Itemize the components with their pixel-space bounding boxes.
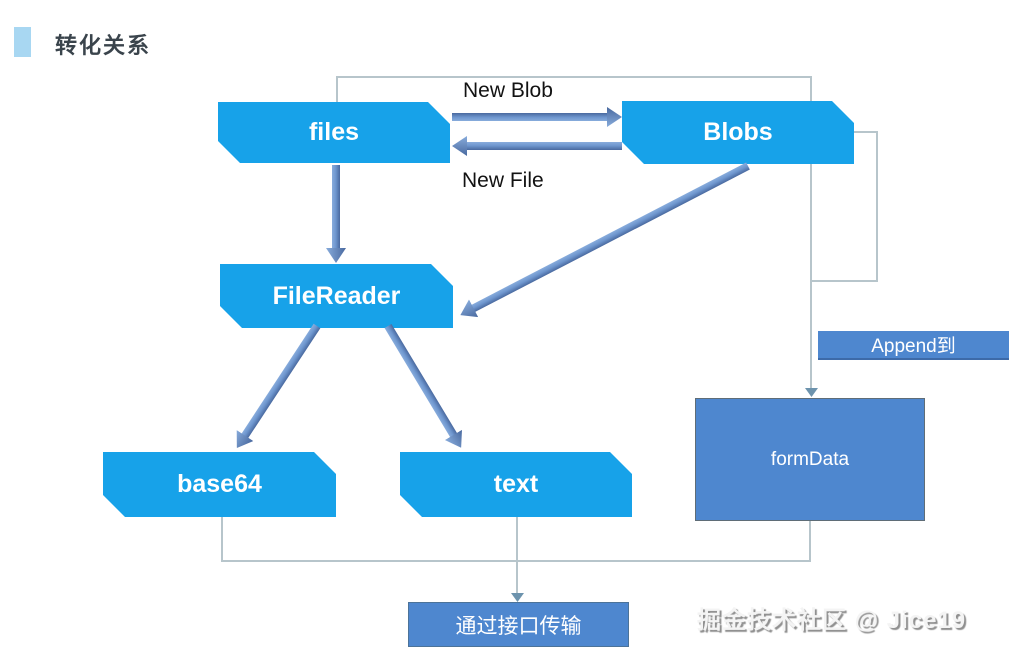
connector-top-horizontal xyxy=(336,76,812,78)
node-formdata: formData xyxy=(695,398,925,521)
node-files-label: files xyxy=(308,118,360,146)
arrow-shaft xyxy=(465,142,622,150)
connector-right-vertical-to-formdata xyxy=(810,76,812,389)
node-filereader-label: FileReader xyxy=(272,281,401,310)
append-to-label-box: Append到 xyxy=(818,331,1009,360)
arrow-filereader-to-text xyxy=(379,321,469,453)
arrow-shaft xyxy=(384,323,458,439)
node-blobs: Blobs xyxy=(622,101,854,164)
arrow-shaft xyxy=(452,113,609,121)
arrow-filereader-to-base64 xyxy=(228,321,325,454)
arrowhead-down-icon xyxy=(326,248,346,263)
node-files: files xyxy=(218,102,450,163)
node-blobs-label: Blobs xyxy=(703,118,773,146)
arrow-blobs-to-files xyxy=(452,136,622,156)
connector-blobs-right-vertical xyxy=(876,131,878,282)
node-filereader: FileReader xyxy=(220,264,453,328)
arrowhead-into-formdata-icon xyxy=(805,388,818,397)
edge-label-new-file: New File xyxy=(462,169,544,192)
arrow-shaft xyxy=(332,165,340,250)
arrowhead-into-transfer-icon xyxy=(511,593,524,602)
arrow-files-to-filereader xyxy=(326,165,346,263)
connector-blobs-loop-bottom xyxy=(810,280,878,282)
node-text: text xyxy=(400,452,632,517)
edge-label-new-blob: New Blob xyxy=(463,79,553,102)
node-formdata-label: formData xyxy=(770,448,850,470)
connector-transfer-drop xyxy=(516,560,518,594)
node-base64: base64 xyxy=(103,452,336,517)
connector-formdata-drop xyxy=(809,519,811,562)
arrowhead-left-icon xyxy=(452,136,467,156)
connector-text-drop xyxy=(516,517,518,562)
page-title: 转化关系 xyxy=(55,33,152,58)
watermark: 掘金技术社区 @ Jice19 xyxy=(697,607,967,634)
node-base64-label: base64 xyxy=(177,470,262,498)
connector-blobs-right-stub xyxy=(854,131,878,133)
append-to-label: Append到 xyxy=(871,336,956,357)
arrowhead-right-icon xyxy=(607,107,622,127)
title-accent-bar xyxy=(14,27,31,57)
connector-files-top-vertical xyxy=(336,77,338,103)
arrow-shaft xyxy=(240,323,321,440)
arrow-files-to-blobs xyxy=(452,107,622,127)
connector-base64-drop xyxy=(221,517,223,562)
node-transfer: 通过接口传输 xyxy=(408,602,629,647)
node-transfer-label: 通过接口传输 xyxy=(455,614,582,638)
node-text-label: text xyxy=(493,470,539,498)
